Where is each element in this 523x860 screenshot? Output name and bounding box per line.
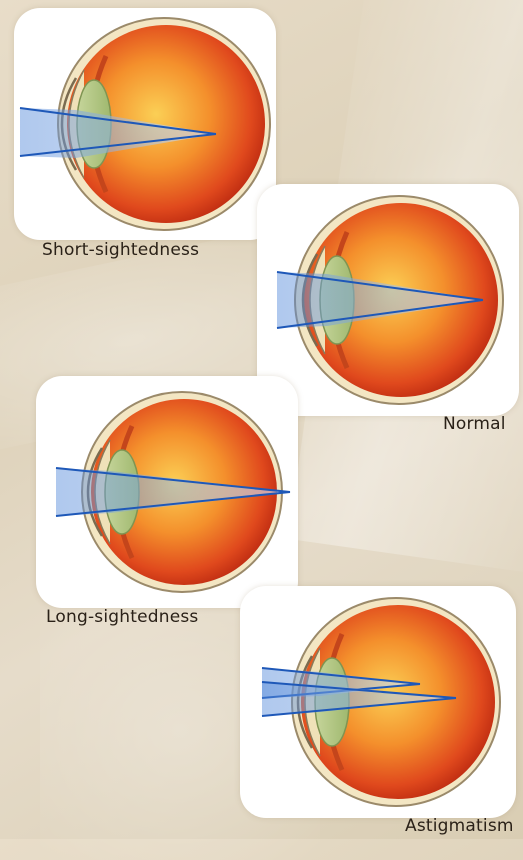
eye-panel-astigmatism (240, 586, 516, 818)
eye-illustration-short-sightedness (14, 8, 276, 240)
label-short-sightedness: Short-sightedness (42, 240, 199, 260)
eye-panel-long-sightedness (36, 376, 298, 608)
label-normal: Normal (443, 414, 506, 434)
eye-panel-short-sightedness (14, 8, 276, 240)
label-long-sightedness: Long-sightedness (46, 607, 198, 627)
eye-illustration-normal (257, 184, 519, 416)
eye-panel-normal (257, 184, 519, 416)
eye-illustration-astigmatism (240, 586, 516, 818)
eye-illustration-long-sightedness (36, 376, 298, 608)
label-astigmatism: Astigmatism (405, 816, 514, 836)
